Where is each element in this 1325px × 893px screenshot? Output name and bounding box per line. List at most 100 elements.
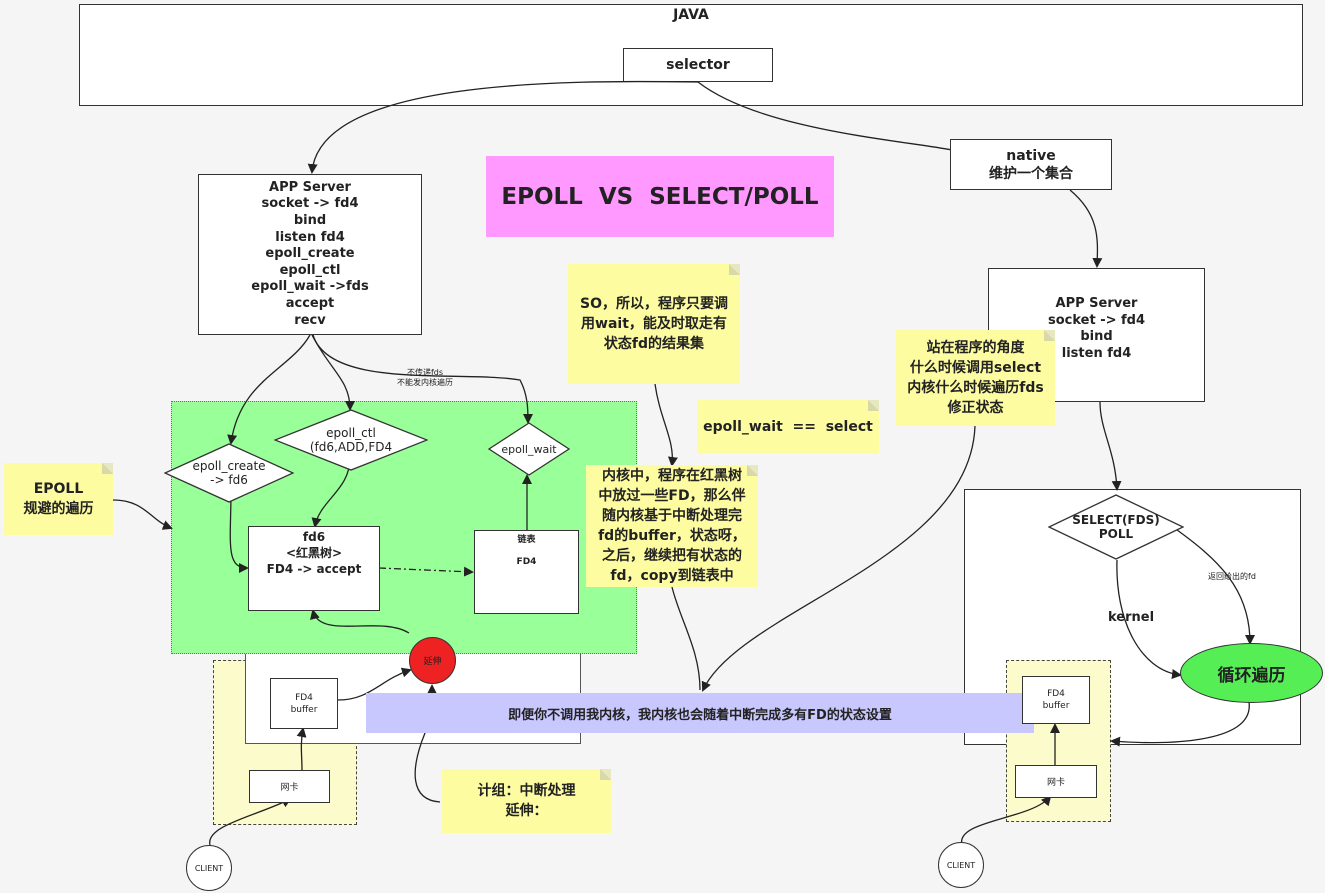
return-fd-text: 返回给出的fd — [1208, 572, 1256, 581]
page-title-text: EPOLL VS SELECT/POLL — [501, 183, 819, 210]
left-buffer-line: FD4 — [295, 692, 313, 703]
kernel-label: kernel — [1108, 610, 1154, 625]
left-nic: 网卡 — [249, 770, 330, 803]
epoll-create-line: epoll_create — [192, 459, 266, 473]
program-view-line: 修正状态 — [947, 400, 1004, 416]
kernel-label-text: kernel — [1108, 610, 1155, 625]
edge-fd6-to-list — [378, 566, 474, 577]
edge-app-right-to-select — [1099, 401, 1122, 491]
list-item: FD4 — [516, 557, 537, 567]
left-nic-label: 网卡 — [280, 783, 299, 793]
edge-native-to-app-right — [1069, 189, 1103, 268]
java-title: JAVA — [673, 7, 709, 23]
edge-selector-to-app — [307, 80, 699, 174]
fd6-line: fd6 — [302, 530, 326, 544]
interrupt-line: 计组：中断处理 — [477, 783, 576, 799]
epoll-avoid-line: 规避的遍历 — [23, 501, 94, 517]
edge-buffer-to-delay — [337, 667, 412, 701]
app-left-line: recv — [294, 312, 326, 328]
edge-program-view-to-banner — [701, 425, 976, 692]
interrupt-banner: 即便你不调用我内核，我内核也会随着中断完成多有FD的状态设置 — [366, 693, 1034, 733]
left-client-label: CLIENT — [194, 863, 224, 873]
right-nic-label: 网卡 — [1046, 778, 1065, 788]
native-box: native 维护一个集合 — [950, 139, 1112, 190]
select-poll-diamond: SELECT(FDS) POLL — [1048, 494, 1184, 560]
epoll-create-line: -> fd6 — [210, 473, 248, 487]
left-fd4-buffer: FD4 buffer — [270, 678, 338, 729]
program-view-line: 什么时候调用select — [909, 360, 1042, 376]
right-nic: 网卡 — [1015, 765, 1097, 798]
delay-label: 延伸 — [423, 657, 442, 667]
epoll-avoid-note: EPOLL 规避的遍历 — [4, 463, 113, 535]
epoll-ctl-diamond: epoll_ctl (fd6,ADD,FD4 — [274, 409, 428, 471]
no-pass-line: 不传递fds — [406, 368, 444, 377]
edge-app-to-epoll-create — [227, 334, 311, 445]
kernel-line: fd，copy到链表中 — [610, 568, 734, 584]
app-right-line: APP Server — [1055, 296, 1138, 311]
edge-epoll-note-to-region — [112, 499, 173, 530]
edge-app-to-epoll-wait — [312, 334, 533, 424]
left-buffer-line: buffer — [290, 704, 318, 715]
native-line1: native — [1006, 147, 1056, 164]
delay-circle: 延伸 — [409, 637, 456, 684]
linked-list-box: 链表 FD4 — [474, 530, 579, 614]
kernel-line: 内核中，程序在红黑树 — [602, 468, 742, 484]
app-left-line: epoll_ctl — [279, 262, 341, 278]
epoll-wait-diamond: epoll_wait — [488, 422, 570, 476]
kernel-line: 中放过一些FD，那么伴 — [598, 488, 746, 504]
kernel-note: 内核中，程序在红黑树 中放过一些FD，那么伴 随内核基于中断处理完 fd的buf… — [586, 465, 758, 587]
so-line: 用wait，能及时取走有 — [581, 316, 727, 332]
edge-right-client-to-nic — [961, 795, 1052, 846]
list-title: 链表 — [517, 535, 536, 545]
epoll-avoid-line: EPOLL — [33, 481, 84, 497]
edge-delay-to-fd6 — [310, 609, 410, 634]
right-buffer-line: buffer — [1042, 701, 1070, 711]
edge-app-to-epoll-ctl — [311, 334, 355, 411]
return-fd-label: 返回给出的fd — [1208, 571, 1256, 582]
no-pass-fds-note: 不传递fds 不能发内核遍历 — [385, 368, 465, 388]
select-poll-line: POLL — [1098, 527, 1134, 541]
loop-label: 循环遍历 — [1217, 665, 1286, 686]
epoll-wait-label: epoll_wait — [501, 442, 557, 456]
right-client: CLIENT — [938, 842, 984, 888]
edge-so-note-to-kernel-note — [654, 383, 678, 467]
edge-loop-to-buffer — [1110, 701, 1250, 747]
epoll-ctl-line: (fd6,ADD,FD4 — [309, 440, 393, 454]
interrupt-line: 延伸： — [505, 803, 548, 819]
so-line: 状态fd的结果集 — [603, 336, 705, 352]
fd6-line: FD4 -> accept — [266, 562, 362, 576]
epoll-wait-eq-text: epoll_wait == select — [703, 418, 873, 435]
loop-ellipse: 循环遍历 — [1180, 643, 1323, 703]
edge-epoll-create-to-fd6 — [229, 490, 249, 573]
app-left-line: epoll_wait ->fds — [251, 279, 369, 295]
so-note: SO，所以，程序只要调 用wait，能及时取走有 状态fd的结果集 — [568, 264, 740, 384]
app-right-line: socket -> fd4 — [1047, 312, 1146, 328]
kernel-line: 之后，继续把有状态的 — [602, 548, 742, 564]
edge-client-to-nic — [209, 798, 292, 846]
right-buffer-line: FD4 — [1047, 689, 1065, 699]
banner-text: 即便你不调用我内核，我内核也会随着中断完成多有FD的状态设置 — [508, 707, 892, 723]
select-poll-line: SELECT(FDS) — [1072, 513, 1160, 527]
edge-selector-to-native — [697, 81, 953, 151]
native-line2: 维护一个集合 — [989, 165, 1073, 182]
program-view-line: 站在程序的角度 — [926, 340, 1025, 356]
kernel-line: 随内核基于中断处理完 — [602, 508, 742, 524]
app-right-line: bind — [1080, 329, 1113, 345]
app-left-line: APP Server — [269, 179, 351, 195]
app-left-line: listen fd4 — [275, 229, 345, 245]
epoll-ctl-line: epoll_ctl — [326, 426, 376, 440]
app-left-line: socket -> fd4 — [261, 196, 359, 212]
app-left-line: bind — [293, 213, 327, 229]
kernel-line: fd的buffer，状态呀， — [598, 528, 746, 544]
app-left-line: accept — [285, 295, 335, 311]
edge-nic-to-buffer — [296, 727, 307, 771]
program-view-note: 站在程序的角度 什么时候调用select 内核什么时候遍历fds 修正状态 — [896, 330, 1055, 426]
fd6-line: <红黑树> — [285, 546, 343, 560]
left-client: CLIENT — [186, 845, 232, 891]
epoll-create-diamond: epoll_create -> fd6 — [164, 443, 294, 503]
page-title: EPOLL VS SELECT/POLL — [486, 156, 834, 237]
app-left-line: epoll_create — [265, 246, 355, 262]
program-view-line: 内核什么时候遍历fds — [907, 380, 1044, 396]
interrupt-note: 计组：中断处理 延伸： — [442, 769, 611, 833]
